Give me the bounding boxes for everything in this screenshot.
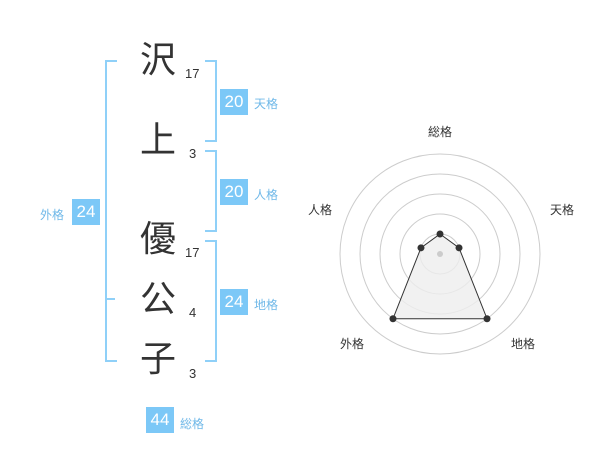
chikaku-label: 地格 <box>254 298 279 312</box>
name-char-3: 優 <box>139 219 176 260</box>
radar-grid-ring <box>339 153 541 355</box>
tenkaku-bracket <box>205 60 217 142</box>
radar-axis-label-gaikaku: 外格 <box>340 337 365 351</box>
radar-axis-label-chikaku: 地格 <box>511 337 536 351</box>
radar-axis-label-soukaku: 総格 <box>428 125 453 139</box>
radar-point-2 <box>483 315 491 323</box>
stroke-count-3: 17 <box>185 245 200 260</box>
gaikaku-bracket-mid <box>105 298 115 300</box>
stroke-count-2: 3 <box>189 146 197 161</box>
jinkaku-label: 人格 <box>254 188 279 202</box>
soukaku-label: 総格 <box>180 417 205 431</box>
soukaku-value: 44 <box>146 407 174 433</box>
radar-point-0 <box>436 230 444 238</box>
stroke-count-5: 3 <box>189 366 197 381</box>
radar-point-1 <box>455 244 463 252</box>
name-char-2: 上 <box>139 120 176 161</box>
radar-grid-ring <box>359 173 521 335</box>
jinkaku-value: 20 <box>220 179 248 205</box>
radar-point-3 <box>389 315 397 323</box>
gaikaku-value: 24 <box>72 199 100 225</box>
radar-point-4 <box>417 244 425 252</box>
radar-axis-label-tenkaku: 天格 <box>550 203 575 217</box>
jinkaku-bracket <box>205 150 217 232</box>
chikaku-bracket <box>205 240 217 362</box>
radar-center-dot <box>437 251 443 257</box>
gaikaku-label: 外格 <box>40 208 65 222</box>
name-char-4: 公 <box>139 279 176 320</box>
radar-axis-label-jinkaku: 人格 <box>308 203 333 217</box>
stroke-count-1: 17 <box>185 66 200 81</box>
tenkaku-label: 天格 <box>254 97 279 111</box>
name-char-1: 沢 <box>139 40 176 81</box>
radar-series-polygon <box>392 233 488 320</box>
gaikaku-bracket <box>105 60 117 362</box>
name-char-5: 子 <box>139 339 176 380</box>
chikaku-value: 24 <box>220 289 248 315</box>
tenkaku-value: 20 <box>220 89 248 115</box>
stroke-count-4: 4 <box>189 305 197 320</box>
